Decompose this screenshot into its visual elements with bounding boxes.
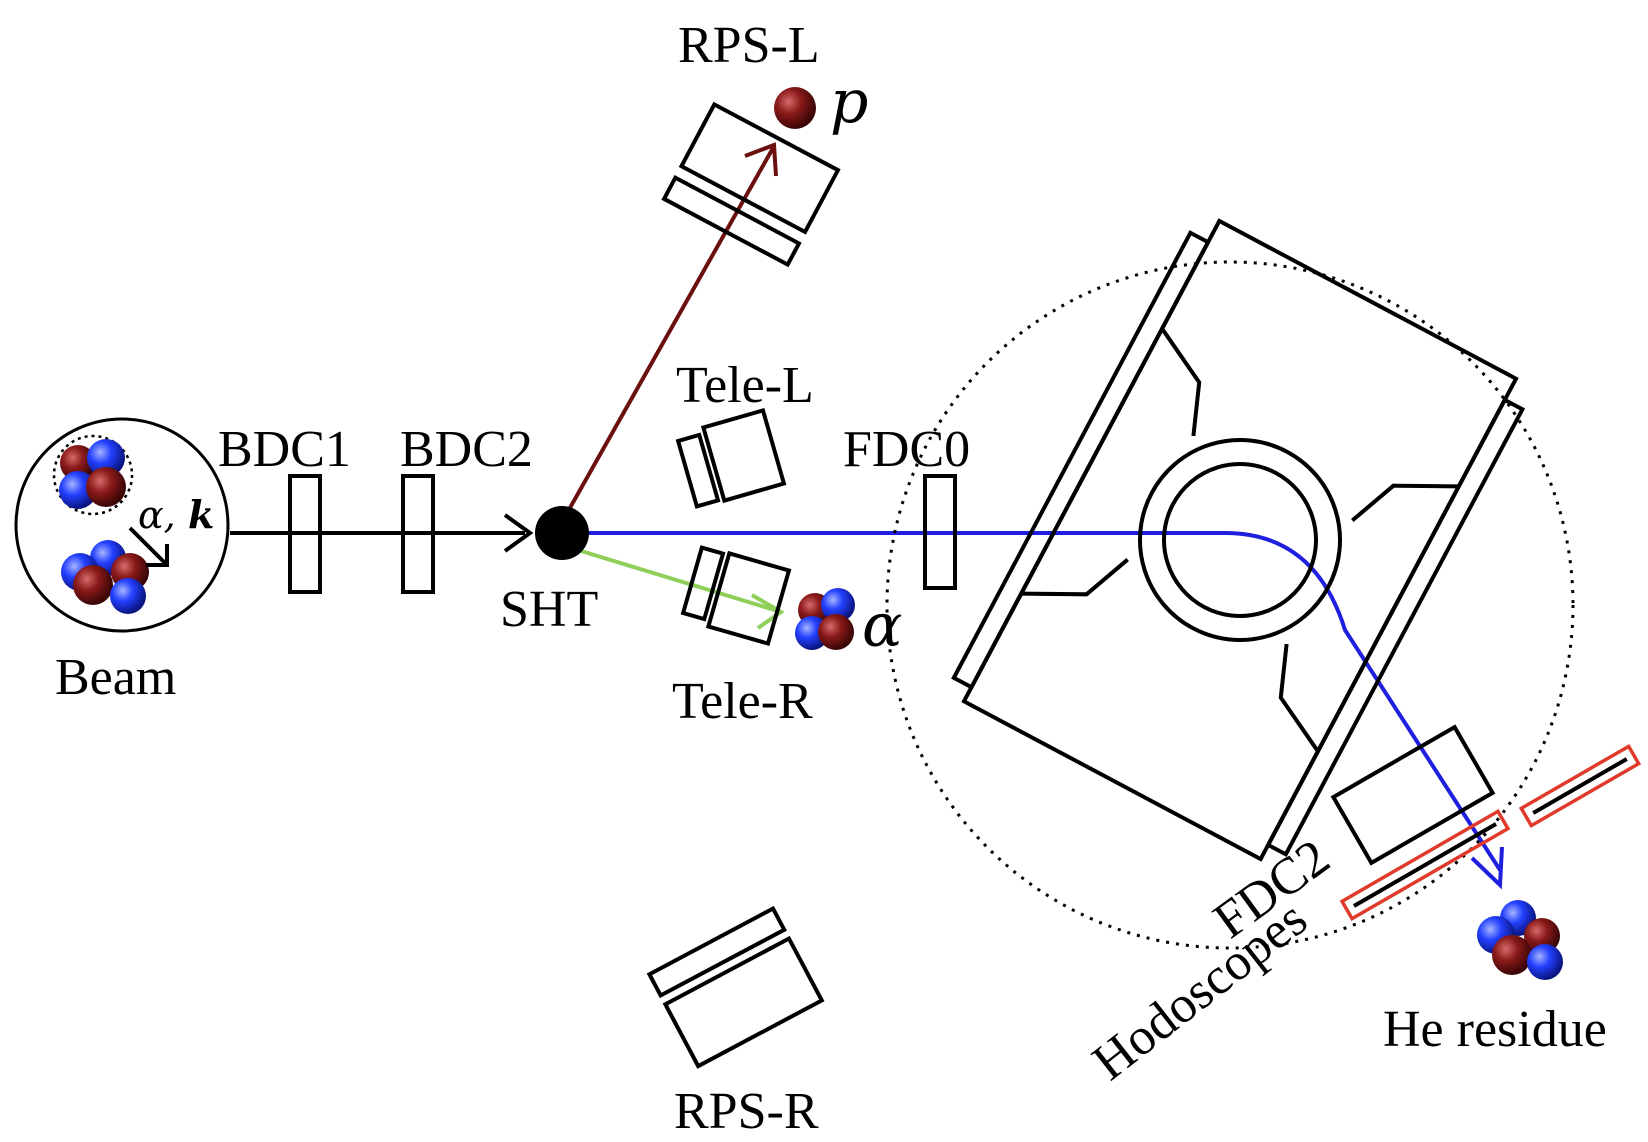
residue-track [565, 531, 1502, 872]
alpha-symbol: α [862, 591, 903, 661]
alpha-cluster-balls [59, 439, 126, 509]
magnet-outer-ring [1138, 438, 1342, 642]
tele-l-detector [675, 407, 787, 509]
sht-target [535, 506, 589, 560]
proton-symbol: p [830, 67, 868, 137]
he-residue-label: He residue [1383, 1001, 1607, 1058]
cluster-circle [52, 434, 134, 516]
magnet [951, 218, 1526, 862]
bdc1-detector [288, 474, 322, 594]
proton-ball [774, 87, 816, 129]
rps-r-detector [646, 905, 825, 1069]
bdc1-label: BDC1 [218, 421, 351, 478]
bdc2-label: BDC2 [400, 421, 533, 478]
rps-l-label: RPS-L [678, 17, 820, 74]
tele-r-detector [680, 545, 792, 647]
k-arrow [128, 526, 169, 567]
fdc2-detector [1330, 724, 1496, 866]
sht-label: SHT [500, 581, 598, 638]
rps-r-label: RPS-R [674, 1083, 819, 1140]
cluster-alpha-label: α, [138, 493, 176, 537]
alpha-particle-balls [795, 588, 855, 650]
tele-l-label: Tele-L [676, 357, 814, 414]
magnet-region-dotted-circle [885, 260, 1575, 950]
cluster-k-label: k [188, 492, 214, 537]
beam-circle: α, k [14, 417, 230, 633]
bdc2-detector [401, 474, 435, 594]
hodoscopes [1339, 743, 1642, 922]
fdc0-detector [923, 474, 957, 590]
hodoscopes-label: Hodoscopes [1082, 890, 1317, 1091]
fdc0-label: FDC0 [843, 421, 970, 478]
beam-label: Beam [55, 649, 176, 706]
core-nucleus-balls [61, 540, 149, 614]
beam-line [230, 513, 534, 553]
magnet-inner-ring [1162, 462, 1318, 618]
rps-l-detector [661, 101, 841, 268]
tele-r-label: Tele-R [672, 673, 813, 730]
residue-arrowhead [1470, 846, 1504, 890]
he-residue-balls [1477, 900, 1563, 980]
alpha-track [567, 545, 785, 630]
